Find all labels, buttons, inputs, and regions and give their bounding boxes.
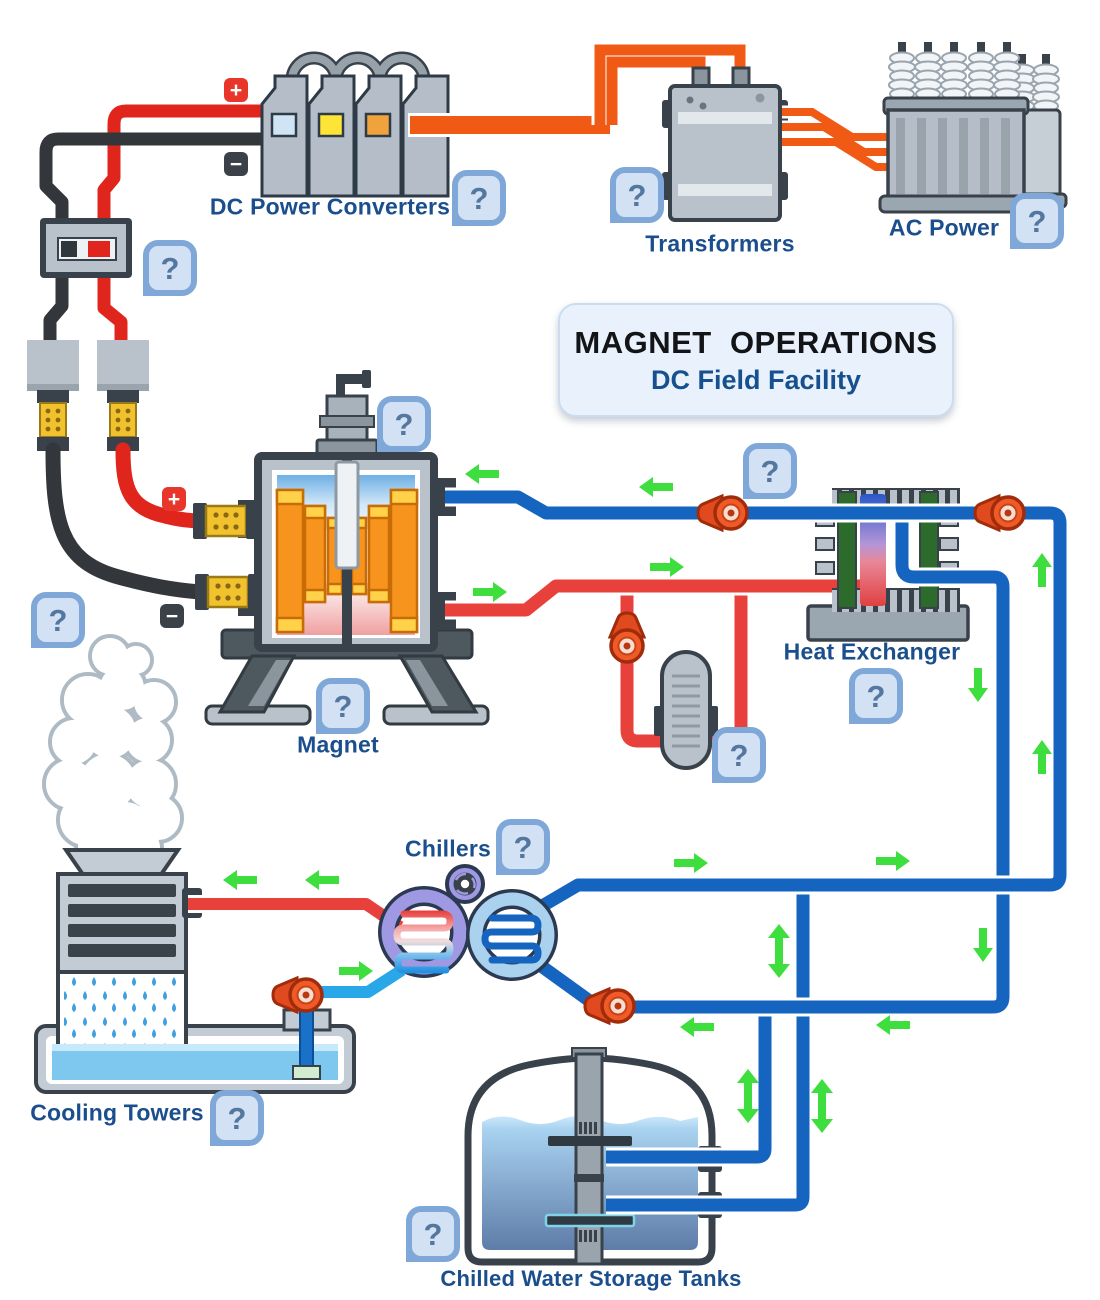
help-cooling-towers[interactable]: ? <box>210 1090 264 1146</box>
dc-power-converters <box>260 51 612 198</box>
help-heat-exchanger[interactable]: ? <box>849 668 903 724</box>
cable-terminal-blocks <box>27 340 149 451</box>
label-chillers: Chillers <box>405 835 491 862</box>
flow-arrow-left <box>876 1015 910 1035</box>
flow-arrow-down <box>968 668 988 702</box>
question-icon: ? <box>333 688 353 724</box>
pump-icon <box>271 976 324 1014</box>
label-dc-power-converters: DC Power Converters <box>209 193 451 220</box>
question-icon: ? <box>394 406 414 442</box>
page-title: MAGNET OPERATIONS <box>574 324 938 360</box>
flow-arrow-left <box>639 477 673 497</box>
label-heat-exchanger: Heat Exchanger <box>783 638 961 665</box>
help-chillers[interactable]: ? <box>496 819 550 875</box>
flow-arrow-up <box>1032 553 1052 587</box>
question-icon: ? <box>627 177 647 213</box>
question-icon: ? <box>866 678 886 714</box>
flow-arrow-bidirectional <box>811 1079 833 1133</box>
magnet-assembly <box>191 370 490 726</box>
transformers-unit <box>662 66 788 222</box>
title-box: MAGNET OPERATIONS DC Field Facility <box>558 303 954 417</box>
flow-arrow-right <box>473 582 507 602</box>
help-dc-power-converters[interactable]: ? <box>452 170 506 226</box>
flow-arrow-left <box>465 464 499 484</box>
help-ac-power[interactable]: ? <box>1010 193 1064 249</box>
negative-cable-connector <box>193 572 264 612</box>
pump-icon <box>608 611 646 664</box>
positive-terminal-badge: + <box>162 487 186 511</box>
flow-arrow-bidirectional <box>768 924 790 978</box>
flow-arrow-left <box>223 870 257 890</box>
page-subtitle: DC Field Facility <box>650 364 862 395</box>
steam-cloud <box>42 634 184 872</box>
chillers-unit <box>378 864 558 981</box>
help-magnet-cables[interactable]: ? <box>31 592 85 648</box>
chilled-water-pipes <box>445 487 1070 1215</box>
help-chilled-water-storage[interactable]: ? <box>406 1206 460 1262</box>
cooling-tower <box>34 848 356 1094</box>
positive-terminal-badge: + <box>224 78 248 102</box>
question-icon: ? <box>469 180 489 216</box>
magnet-feed-cables <box>45 442 210 600</box>
flow-arrow-left <box>305 870 339 890</box>
question-icon: ? <box>227 1100 247 1136</box>
flow-arrow-right <box>650 557 684 577</box>
label-chilled-water-storage-tanks: Chilled Water Storage Tanks <box>440 1266 742 1291</box>
dc-wiring <box>39 104 266 346</box>
question-icon: ? <box>160 250 180 286</box>
help-expansion-tank[interactable]: ? <box>712 727 766 783</box>
disconnect-switch <box>40 218 132 278</box>
help-disconnect-switch[interactable]: ? <box>143 240 197 296</box>
pump-icon <box>696 494 749 532</box>
compressor-fan-icon <box>445 864 485 904</box>
help-magnet[interactable]: ? <box>316 678 370 734</box>
question-icon: ? <box>513 829 533 865</box>
flow-arrow-right <box>674 853 708 873</box>
pump-icon <box>973 494 1026 532</box>
question-icon: ? <box>48 602 68 638</box>
positive-cable-connector <box>191 501 262 541</box>
flow-arrow-left <box>680 1017 714 1037</box>
help-cooling-pipe[interactable]: ? <box>743 443 797 499</box>
flow-arrow-right <box>876 851 910 871</box>
ac-power-unit <box>878 41 1068 214</box>
help-magnet-top[interactable]: ? <box>377 396 431 452</box>
negative-terminal-badge: − <box>224 152 248 176</box>
label-ac-power: AC Power <box>888 214 1000 241</box>
flow-arrow-down <box>973 928 993 962</box>
label-cooling-towers: Cooling Towers <box>30 1099 204 1126</box>
label-transformers: Transformers <box>645 230 795 257</box>
question-icon: ? <box>729 737 749 773</box>
flow-arrow-up <box>1032 740 1052 774</box>
label-magnet: Magnet <box>297 731 379 758</box>
help-transformers[interactable]: ? <box>610 167 664 223</box>
question-icon: ? <box>423 1216 443 1252</box>
question-icon: ? <box>1027 203 1047 239</box>
rain-chamber <box>56 968 188 1050</box>
negative-terminal-badge: − <box>160 604 184 628</box>
question-icon: ? <box>760 453 780 489</box>
flow-arrow-right <box>339 961 373 981</box>
expansion-tank <box>654 650 718 770</box>
